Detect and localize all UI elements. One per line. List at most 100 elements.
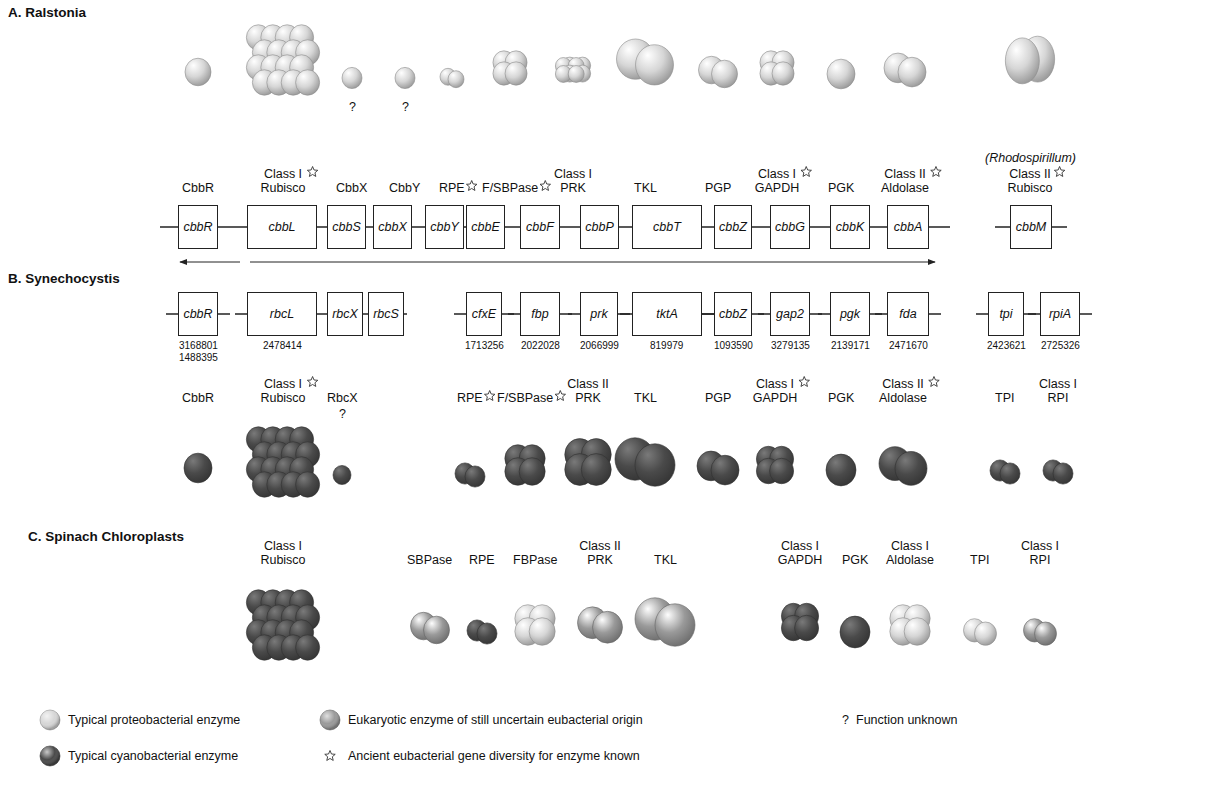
gene-name: cbbG [775, 220, 805, 234]
question-mark: ? [349, 100, 356, 114]
protein-sphere [655, 604, 695, 646]
enzyme-label: CbbR [182, 391, 214, 405]
enzyme-label: Class II Rubisco [1002, 167, 1058, 195]
gene-box: prk [580, 292, 618, 336]
protein-sphere [895, 451, 927, 485]
gene-name: tpi [999, 307, 1012, 321]
protein-sphere [529, 618, 555, 646]
gene-box: rbcS [368, 292, 404, 336]
protein-sphere [342, 67, 362, 88]
gene-box: cbbR [178, 205, 218, 249]
panel-heading: B. Synechocystis [8, 272, 120, 286]
gene-name: rbcX [332, 307, 358, 321]
gene-box: pgk [830, 292, 870, 336]
protein-sphere [826, 454, 856, 486]
protein-sphere [424, 616, 450, 644]
genome-coordinate: 2478414 [263, 340, 302, 352]
enzyme-label: Class I Rubisco [255, 377, 311, 405]
gene-box: cbbX [373, 205, 412, 249]
protein-sphere [711, 455, 739, 485]
enzyme-label: Class I GAPDH [749, 167, 805, 195]
gene-name: cbbK [836, 220, 865, 234]
enzyme-label: RPE [439, 181, 465, 195]
genome-coordinate: 2066999 [580, 340, 619, 352]
gene-name: cbbZ [719, 307, 747, 321]
gene-name: rpiA [1049, 307, 1071, 321]
genome-coordinate: 1093590 [714, 340, 753, 352]
legend-text: Typical proteobacterial enzyme [68, 713, 240, 727]
gene-box: tktA [632, 292, 702, 336]
protein-sphere [593, 611, 623, 643]
gene-box: cbbZ [714, 205, 752, 249]
gene-box: gap2 [770, 292, 810, 336]
genome-coordinate: 819979 [650, 340, 683, 352]
protein-sphere [185, 58, 211, 86]
protein-sphere [772, 62, 794, 85]
transcription-arrow [180, 262, 240, 263]
genome-coordinate: 3168801 [179, 340, 218, 352]
gene-box: cbbR [178, 292, 218, 336]
gene-name: cbbY [430, 220, 459, 234]
gene-box: cbbM [1010, 205, 1052, 249]
enzyme-label: F/SBPase [497, 391, 553, 405]
protein-sphere [827, 59, 855, 89]
gene-name: cbbX [378, 220, 407, 234]
gene-name: cbbE [471, 220, 500, 234]
gene-name: fda [899, 307, 916, 321]
protein-sphere [477, 623, 497, 644]
protein-sphere [333, 465, 351, 484]
gene-name: tktA [656, 307, 678, 321]
enzyme-label: Class I RPI [1012, 539, 1068, 567]
gene-box: tpi [988, 292, 1024, 336]
star-symbol [931, 167, 941, 177]
enzyme-label: CbbY [389, 181, 420, 195]
gene-box: rpiA [1040, 292, 1080, 336]
gene-box: cbbZ [714, 292, 752, 336]
enzyme-label: Class II PRK [572, 539, 628, 567]
enzyme-label: Class II PRK [560, 377, 616, 405]
enzyme-label: Class II Aldolase [877, 167, 933, 195]
legend-swatch [40, 746, 60, 766]
enzyme-label: RPE [469, 553, 495, 567]
protein-sphere [1005, 38, 1039, 84]
star-symbol [929, 377, 939, 387]
gene-name: cbbM [1016, 220, 1047, 234]
legend-text: Eukaryotic enzyme of still uncertain eub… [348, 713, 643, 727]
star-symbol [801, 167, 811, 177]
gene-name: cbbP [585, 220, 614, 234]
gene-name: cbbT [653, 220, 681, 234]
gene-name: cbbL [268, 220, 295, 234]
legend-text: Typical cyanobacterial enzyme [68, 749, 238, 763]
gene-name: cfxE [472, 307, 496, 321]
enzyme-label: RPE [457, 391, 483, 405]
enzyme-label: TPI [995, 391, 1014, 405]
protein-sphere [296, 635, 320, 660]
enzyme-label: FBPase [513, 553, 557, 567]
enzyme-label: Class I Rubisco [255, 539, 311, 567]
enzyme-label: Class I Aldolase [882, 539, 938, 567]
gene-box: cbbF [520, 205, 560, 249]
gene-name: pgk [840, 307, 860, 321]
gene-name: cbbS [332, 220, 361, 234]
genome-coordinate: 1488395 [179, 352, 218, 364]
protein-sphere [296, 70, 320, 95]
legend-swatch [320, 710, 340, 730]
enzyme-label: TPI [970, 553, 989, 567]
protein-sphere [840, 616, 870, 648]
enzyme-label: TKL [634, 181, 657, 195]
genome-coordinate: 2139171 [831, 340, 870, 352]
star-symbol [555, 391, 565, 401]
star-symbol [325, 751, 335, 761]
enzyme-label: PGP [705, 181, 731, 195]
enzyme-label: Class I GAPDH [772, 539, 828, 567]
star-symbol [799, 377, 809, 387]
gene-box: cbbY [425, 205, 464, 249]
protein-sphere [581, 454, 611, 486]
genome-coordinate: 1713256 [465, 340, 504, 352]
legend-swatch [40, 710, 60, 730]
enzyme-label: Class II Aldolase [875, 377, 931, 405]
protein-sphere [712, 60, 738, 88]
gene-box: cbbL [247, 205, 317, 249]
enzyme-label: TKL [654, 553, 677, 567]
